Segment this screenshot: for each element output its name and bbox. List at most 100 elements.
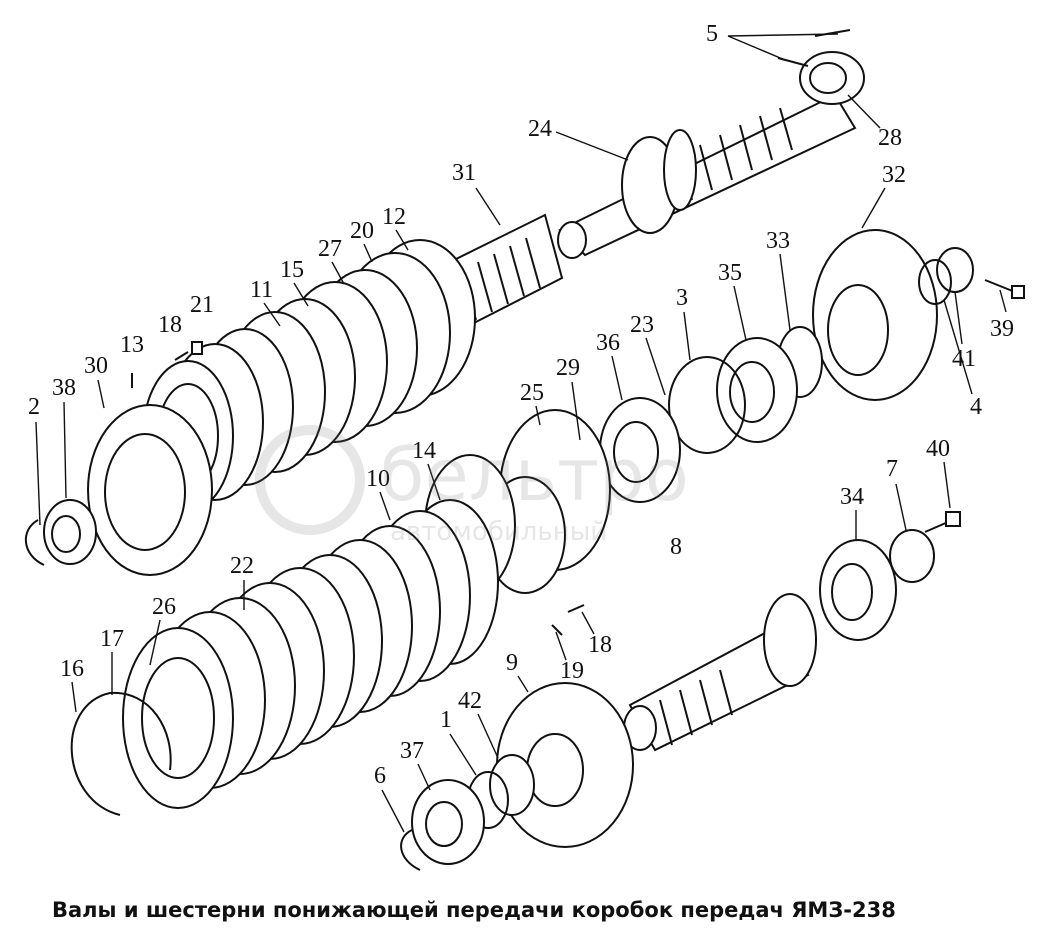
svg-text:28: 28 [878,125,902,151]
countershaft [623,593,817,752]
svg-text:19: 19 [560,658,584,684]
callout-1: 1 [440,707,477,776]
svg-text:27: 27 [318,236,342,262]
snap-ring-6 [400,829,421,871]
svg-text:25: 25 [520,380,544,406]
svg-text:3: 3 [676,285,688,311]
svg-text:18: 18 [158,312,182,338]
callout-2: 2 [28,394,41,526]
svg-text:20: 20 [350,218,374,244]
callout-31: 31 [452,160,501,226]
bolt-39 [984,279,1025,299]
svg-text:23: 23 [630,312,654,338]
svg-text:9: 9 [506,650,518,676]
svg-text:7: 7 [886,456,898,482]
callout-3: 3 [676,285,691,361]
callout-28: 28 [847,94,902,151]
callout-41: 41 [952,291,976,372]
svg-text:12: 12 [382,204,406,230]
callout-13: 13 [120,332,144,358]
callout-34: 34 [840,484,864,540]
main-shaft-24 [557,93,857,259]
svg-text:37: 37 [400,738,424,764]
callout-26: 26 [149,594,176,666]
svg-text:30: 30 [84,353,108,379]
svg-text:39: 39 [990,316,1014,342]
svg-text:15: 15 [280,257,304,283]
callout-39: 39 [990,289,1014,342]
svg-text:40: 40 [926,436,950,462]
svg-text:35: 35 [718,260,742,286]
callout-40: 40 [926,436,951,509]
svg-text:2: 2 [28,394,40,420]
svg-text:22: 22 [230,553,254,579]
svg-text:31: 31 [452,160,476,186]
callout-36: 36 [596,330,623,401]
callout-15: 15 [280,257,309,307]
callout-18-bottom: 18 [581,611,612,658]
callout-9: 9 [506,650,529,693]
screws-18-19 [551,604,585,636]
callout-22: 22 [230,553,254,610]
callout-24: 24 [528,116,629,161]
svg-text:10: 10 [366,466,390,492]
svg-text:29: 29 [556,355,580,381]
callout-23: 23 [630,312,666,396]
callout-27: 27 [318,236,345,285]
ring-3 [668,356,746,454]
svg-text:38: 38 [52,375,76,401]
svg-text:8: 8 [670,534,682,560]
svg-text:13: 13 [120,332,144,358]
flange-32 [812,229,938,401]
callout-18-top: 18 [158,312,182,338]
svg-text:32: 32 [882,162,906,188]
callout-12: 12 [382,204,409,251]
snap-ring-2 [24,519,45,566]
callout-32: 32 [861,162,906,229]
callout-38: 38 [52,375,76,499]
callout-35: 35 [718,260,747,341]
bearing-37 [411,779,485,865]
svg-text:14: 14 [412,438,436,464]
callout-30: 30 [84,353,108,409]
callout-42: 42 [458,688,499,759]
callout-20: 20 [350,218,374,263]
ring-16 [70,691,172,816]
callout-4: 4 [943,299,982,420]
screws-13-18-21 [131,341,203,388]
callout-8: 8 [670,534,682,560]
callout-10: 10 [366,466,391,521]
callout-29: 29 [556,355,581,441]
svg-text:18: 18 [588,632,612,658]
callout-21: 21 [190,292,214,318]
bearing-35 [716,337,798,443]
bearing-34 [819,539,897,641]
callout-6: 6 [374,763,405,833]
callout-17: 17 [100,626,124,695]
svg-text:4: 4 [970,394,982,420]
ring-42 [489,754,535,816]
callout-14: 14 [412,438,441,501]
gear-9 [496,682,634,848]
callout-19: 19 [555,631,584,684]
svg-text:42: 42 [458,688,482,714]
svg-text:24: 24 [528,116,552,142]
callout-25: 25 [520,380,544,426]
svg-text:21: 21 [190,292,214,318]
svg-text:33: 33 [766,228,790,254]
svg-text:17: 17 [100,626,124,652]
callout-16: 16 [60,656,84,713]
callout-11: 11 [250,277,281,327]
figure-caption: Валы и шестерни понижающей передачи коро… [52,898,896,922]
svg-text:26: 26 [152,594,176,620]
upper-clutch-pack [142,239,476,512]
svg-text:16: 16 [60,656,84,682]
bearing-28 [799,51,865,105]
callout-37: 37 [400,738,431,791]
drum-30 [87,404,213,576]
lower-clutch-pack [122,499,499,809]
svg-text:11: 11 [250,277,273,303]
callout-7: 7 [886,456,907,531]
washer-7 [889,529,935,583]
